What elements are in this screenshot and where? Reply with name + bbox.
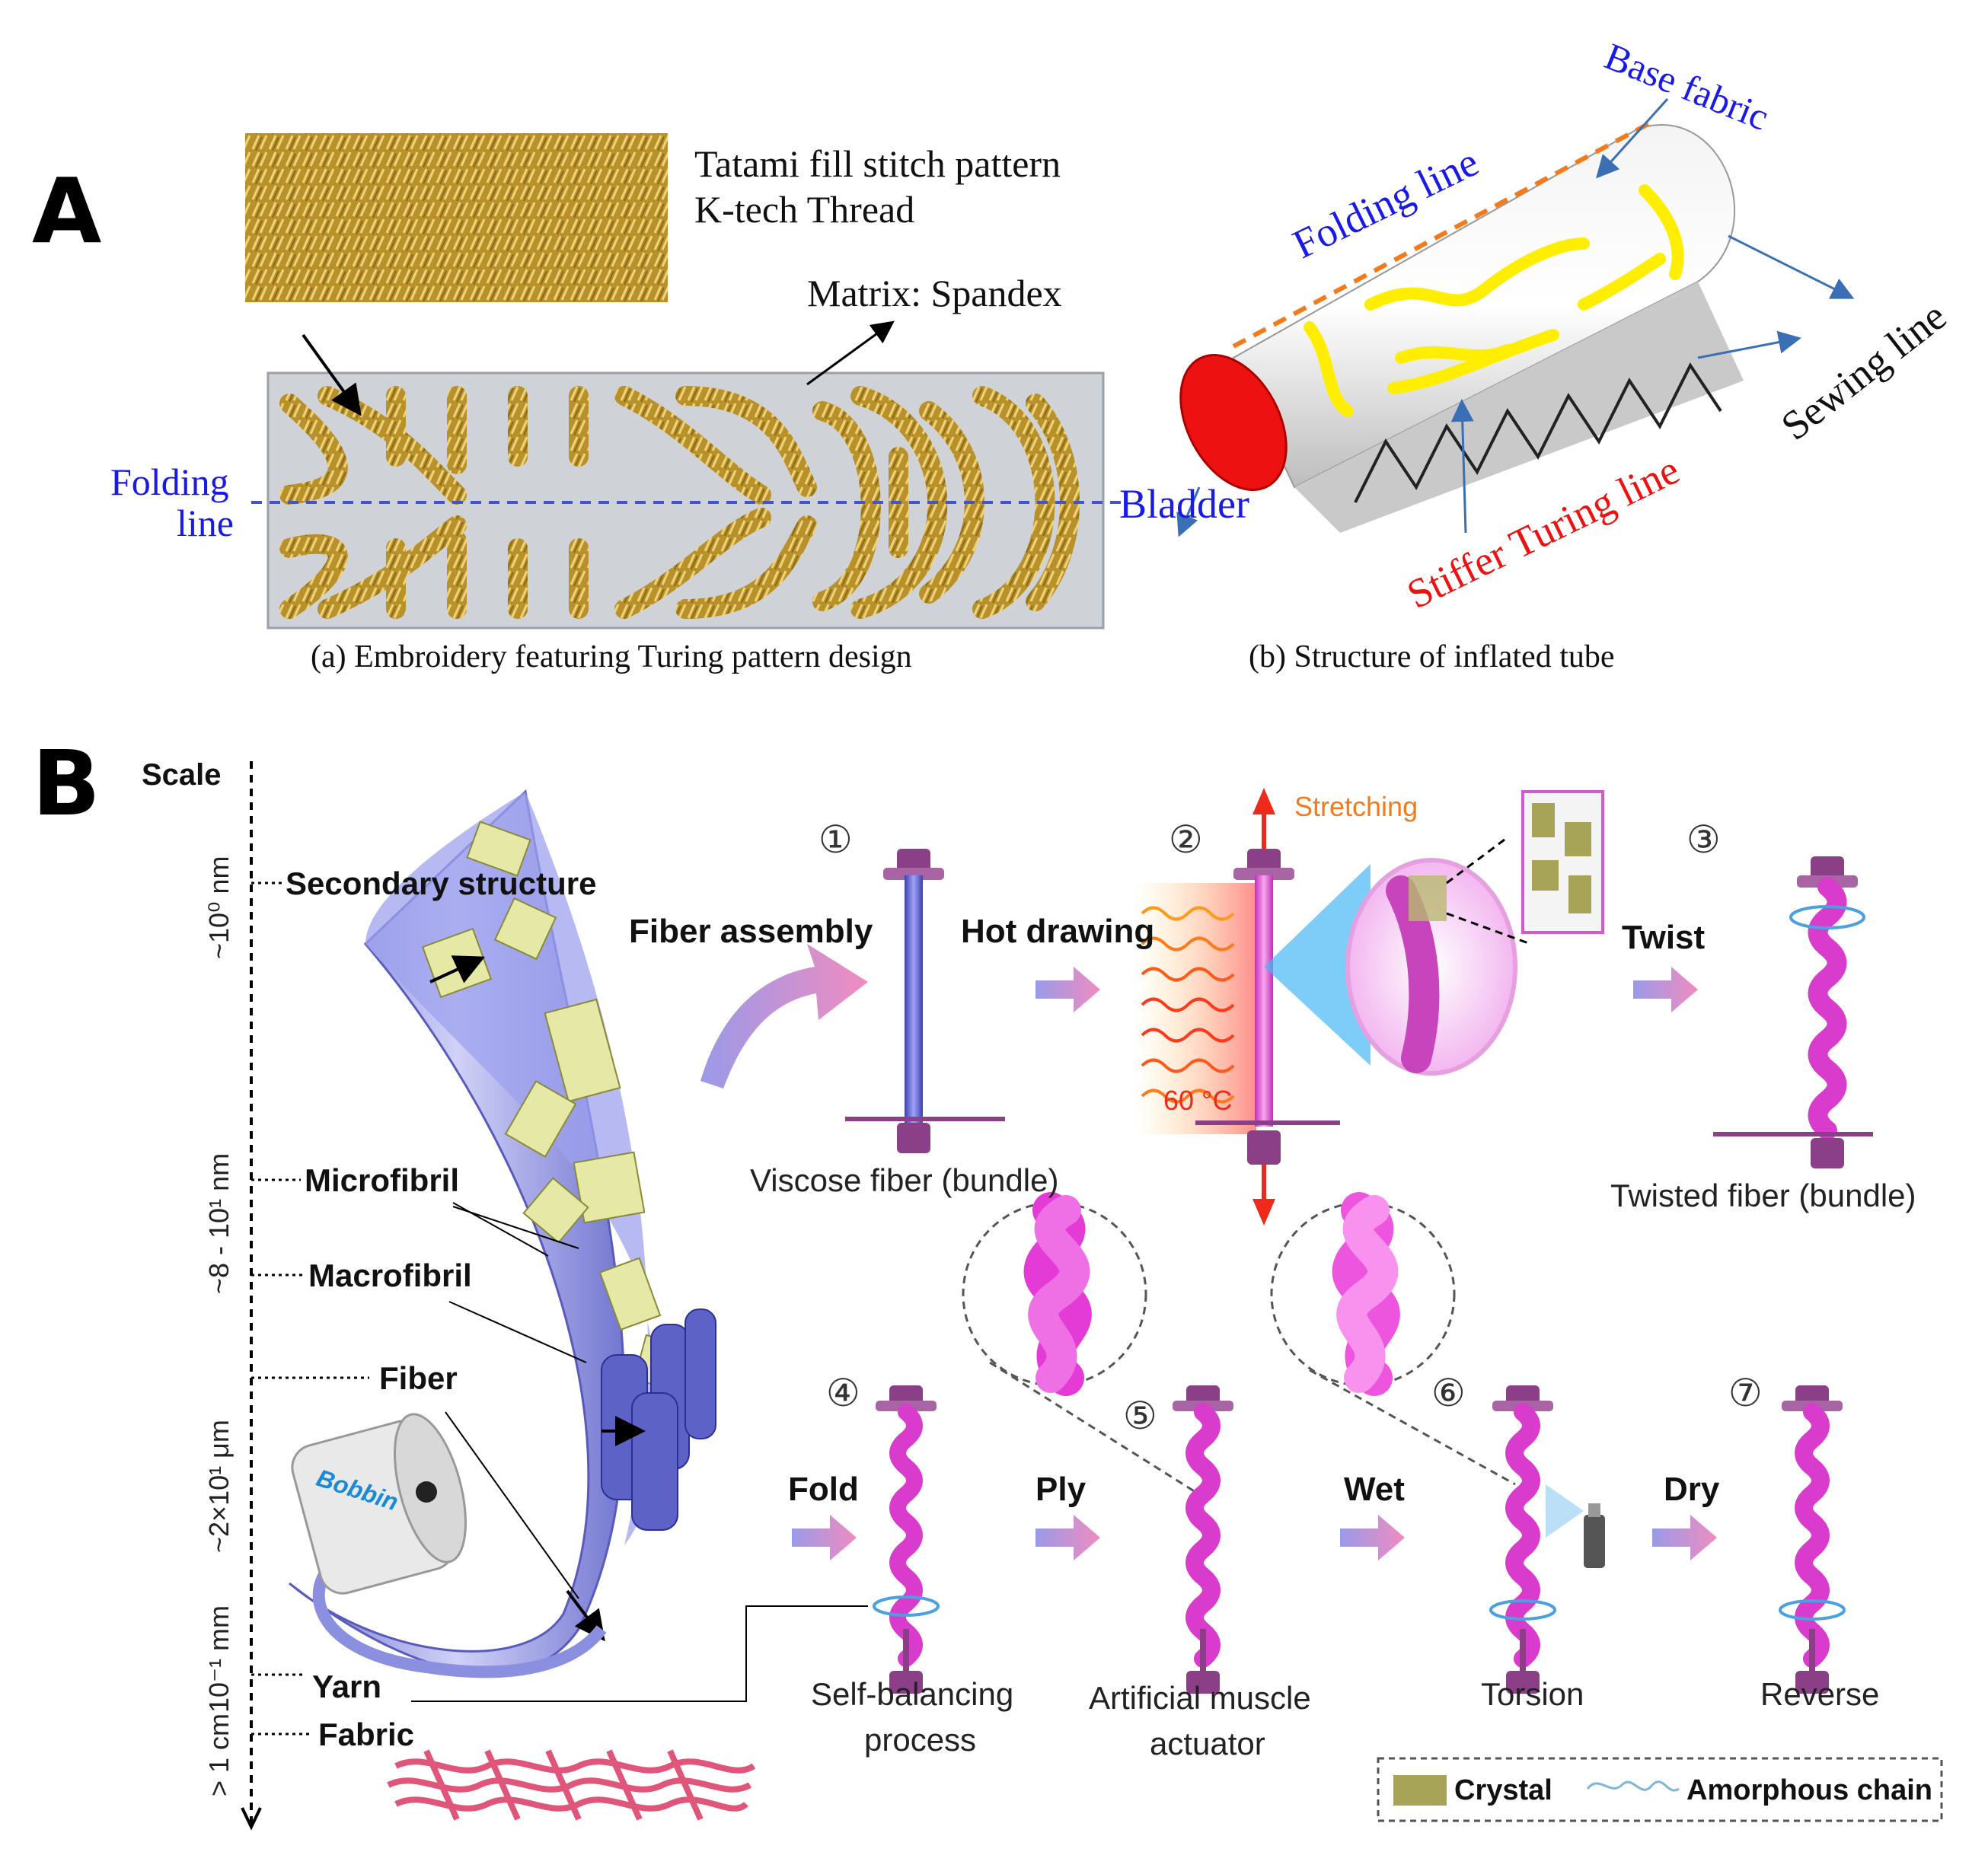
spandex-matrix: [266, 371, 1105, 630]
caption-reverse: Reverse: [1760, 1676, 1880, 1712]
inset-text-line1: Tatami fill stitch pattern: [694, 142, 1061, 185]
inset-pointer: [302, 333, 362, 416]
fold-label: Fold: [788, 1471, 859, 1508]
step-number-6: ⑥: [1431, 1371, 1466, 1415]
step7-fiber: [1779, 1385, 1846, 1694]
label-secondary-structure: Secondary structure: [286, 865, 597, 901]
step-number-5: ⑤: [1123, 1394, 1157, 1438]
caption-self-balancing-1: Self-balancing: [811, 1676, 1014, 1712]
wet-label: Wet: [1344, 1471, 1405, 1508]
step2-fiber: [1195, 788, 1340, 1226]
scale-tick-3: ~2×10¹ μm: [203, 1420, 235, 1553]
legend-amorphous-label: Amorphous chain: [1686, 1774, 1933, 1806]
scale-axis: [241, 761, 369, 1831]
bobbin: [291, 1413, 607, 1678]
hot-drawing-label: Hot drawing: [961, 913, 1155, 950]
scale-tick-2: ~8 - 10¹ nm: [203, 1152, 235, 1294]
caption-torsion: Torsion: [1481, 1676, 1584, 1712]
scale-tick-1: ~10⁰ nm: [203, 856, 235, 959]
hierarchical-fiber: [289, 789, 868, 1702]
label-fiber: Fiber: [379, 1360, 458, 1396]
caption-a: (a) Embroidery featuring Turing pattern …: [311, 639, 912, 674]
legend: [1377, 1757, 1943, 1822]
scale-tick-4: 10⁻¹ mm: [203, 1605, 235, 1713]
scale-title: Scale: [142, 758, 222, 792]
folding-line-label-1: Folding: [110, 461, 229, 503]
step5-fiber: [1173, 1385, 1233, 1694]
magnifier-lens: [1264, 790, 1604, 1076]
turing-pattern: [279, 386, 1080, 619]
tatami-stitch-inset: [245, 133, 668, 302]
step1-fiber: [845, 849, 1005, 1153]
legend-crystal-label: Crystal: [1454, 1774, 1552, 1806]
ply-zoom-6: [1270, 1192, 1516, 1486]
folding-line-label-2: line: [177, 502, 234, 544]
heat-waves: [1141, 906, 1235, 1104]
stretching-label: Stretching: [1294, 791, 1418, 822]
temperature-label: 60 °C: [1163, 1085, 1233, 1116]
label-fabric: Fabric: [318, 1717, 415, 1752]
caption-b: (b) Structure of inflated tube: [1249, 639, 1615, 674]
inflated-tube: [1176, 97, 1855, 537]
sewing-zigzag: [1354, 362, 1722, 503]
inset-text-line2: K-tech Thread: [694, 188, 915, 231]
step3-fiber: [1713, 856, 1873, 1168]
label-microfibril: Microfibril: [305, 1162, 460, 1198]
caption-muscle-2: actuator: [1150, 1726, 1265, 1761]
fabric-mesh: [387, 1749, 756, 1821]
bladder-cap: [1179, 354, 1288, 491]
dry-label: Dry: [1664, 1471, 1720, 1508]
embroidery-panel: [245, 133, 1123, 630]
step4-fiber: [873, 1385, 940, 1694]
panel-letter-b: B: [32, 731, 101, 836]
step-number-3: ③: [1686, 818, 1721, 862]
panel-letter-a: A: [32, 158, 102, 263]
step6-fiber: [1489, 1385, 1605, 1694]
process-arrows: [792, 967, 1717, 1560]
caption-self-balancing-2: process: [864, 1722, 977, 1758]
matrix-label: Matrix: Spandex: [807, 272, 1062, 314]
spray-bottle: [1584, 1515, 1605, 1568]
label-macrofibril: Macrofibril: [308, 1258, 472, 1293]
ply-zoom-5: [962, 1192, 1196, 1493]
amorphous-swatch: [1586, 1780, 1680, 1792]
caption-muscle-1: Artificial muscle: [1089, 1680, 1311, 1716]
scale-tick-5: > 1 cm: [203, 1713, 235, 1796]
assembly-arrow: [700, 944, 868, 1089]
step-number-1: ①: [818, 818, 853, 862]
step-number-4: ④: [826, 1371, 860, 1415]
label-yarn: Yarn: [312, 1669, 382, 1704]
step-number-2: ②: [1169, 818, 1203, 862]
bladder-label: Bladder: [1119, 481, 1249, 527]
fiber-assembly-label: Fiber assembly: [629, 913, 873, 950]
ply-label: Ply: [1035, 1471, 1087, 1508]
caption-viscose-fiber: Viscose fiber (bundle): [750, 1162, 1059, 1198]
step-number-7: ⑦: [1728, 1371, 1763, 1415]
matrix-pointer: [806, 320, 895, 386]
twist-label: Twist: [1622, 919, 1706, 956]
crystal-swatch: [1393, 1775, 1447, 1806]
caption-twisted-fiber: Twisted fiber (bundle): [1610, 1178, 1916, 1213]
